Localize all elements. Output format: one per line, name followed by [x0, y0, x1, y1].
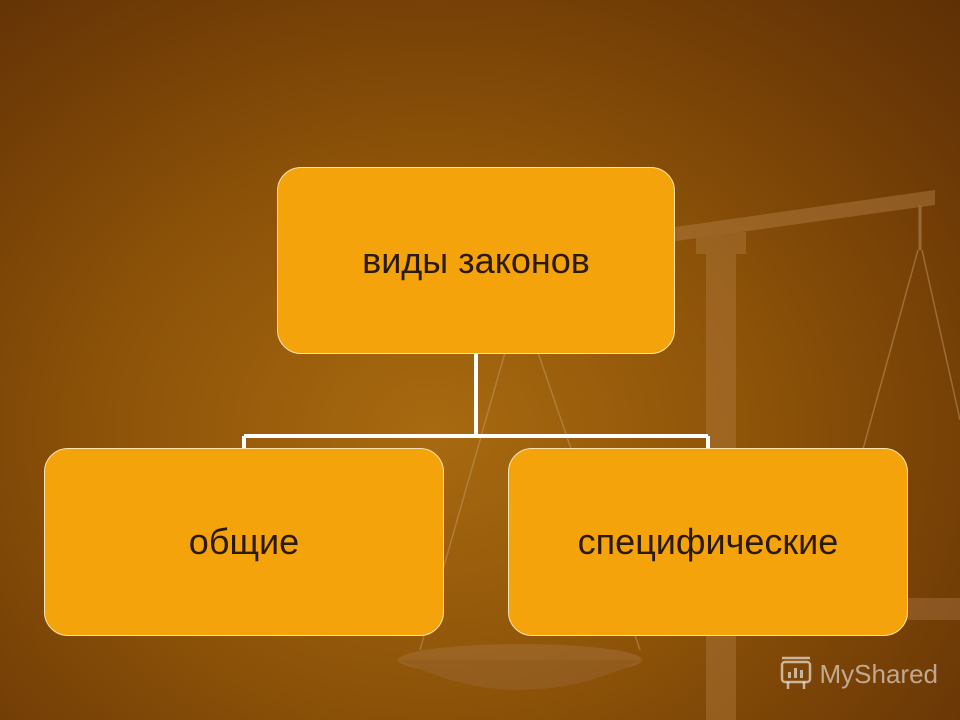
diagram-child-node-general: общие: [44, 448, 444, 636]
watermark: MyShared: [778, 656, 939, 692]
watermark-text: MyShared: [819, 658, 939, 689]
diagram-root-node: виды законов: [277, 167, 675, 354]
connector-lines: [242, 354, 710, 448]
child-node-label: общие: [188, 521, 300, 562]
diagram-child-node-specific: специфические: [508, 448, 908, 636]
child-node-label: специфические: [577, 521, 839, 562]
root-node-label: виды законов: [362, 239, 590, 281]
presentation-board-icon: [780, 656, 811, 689]
